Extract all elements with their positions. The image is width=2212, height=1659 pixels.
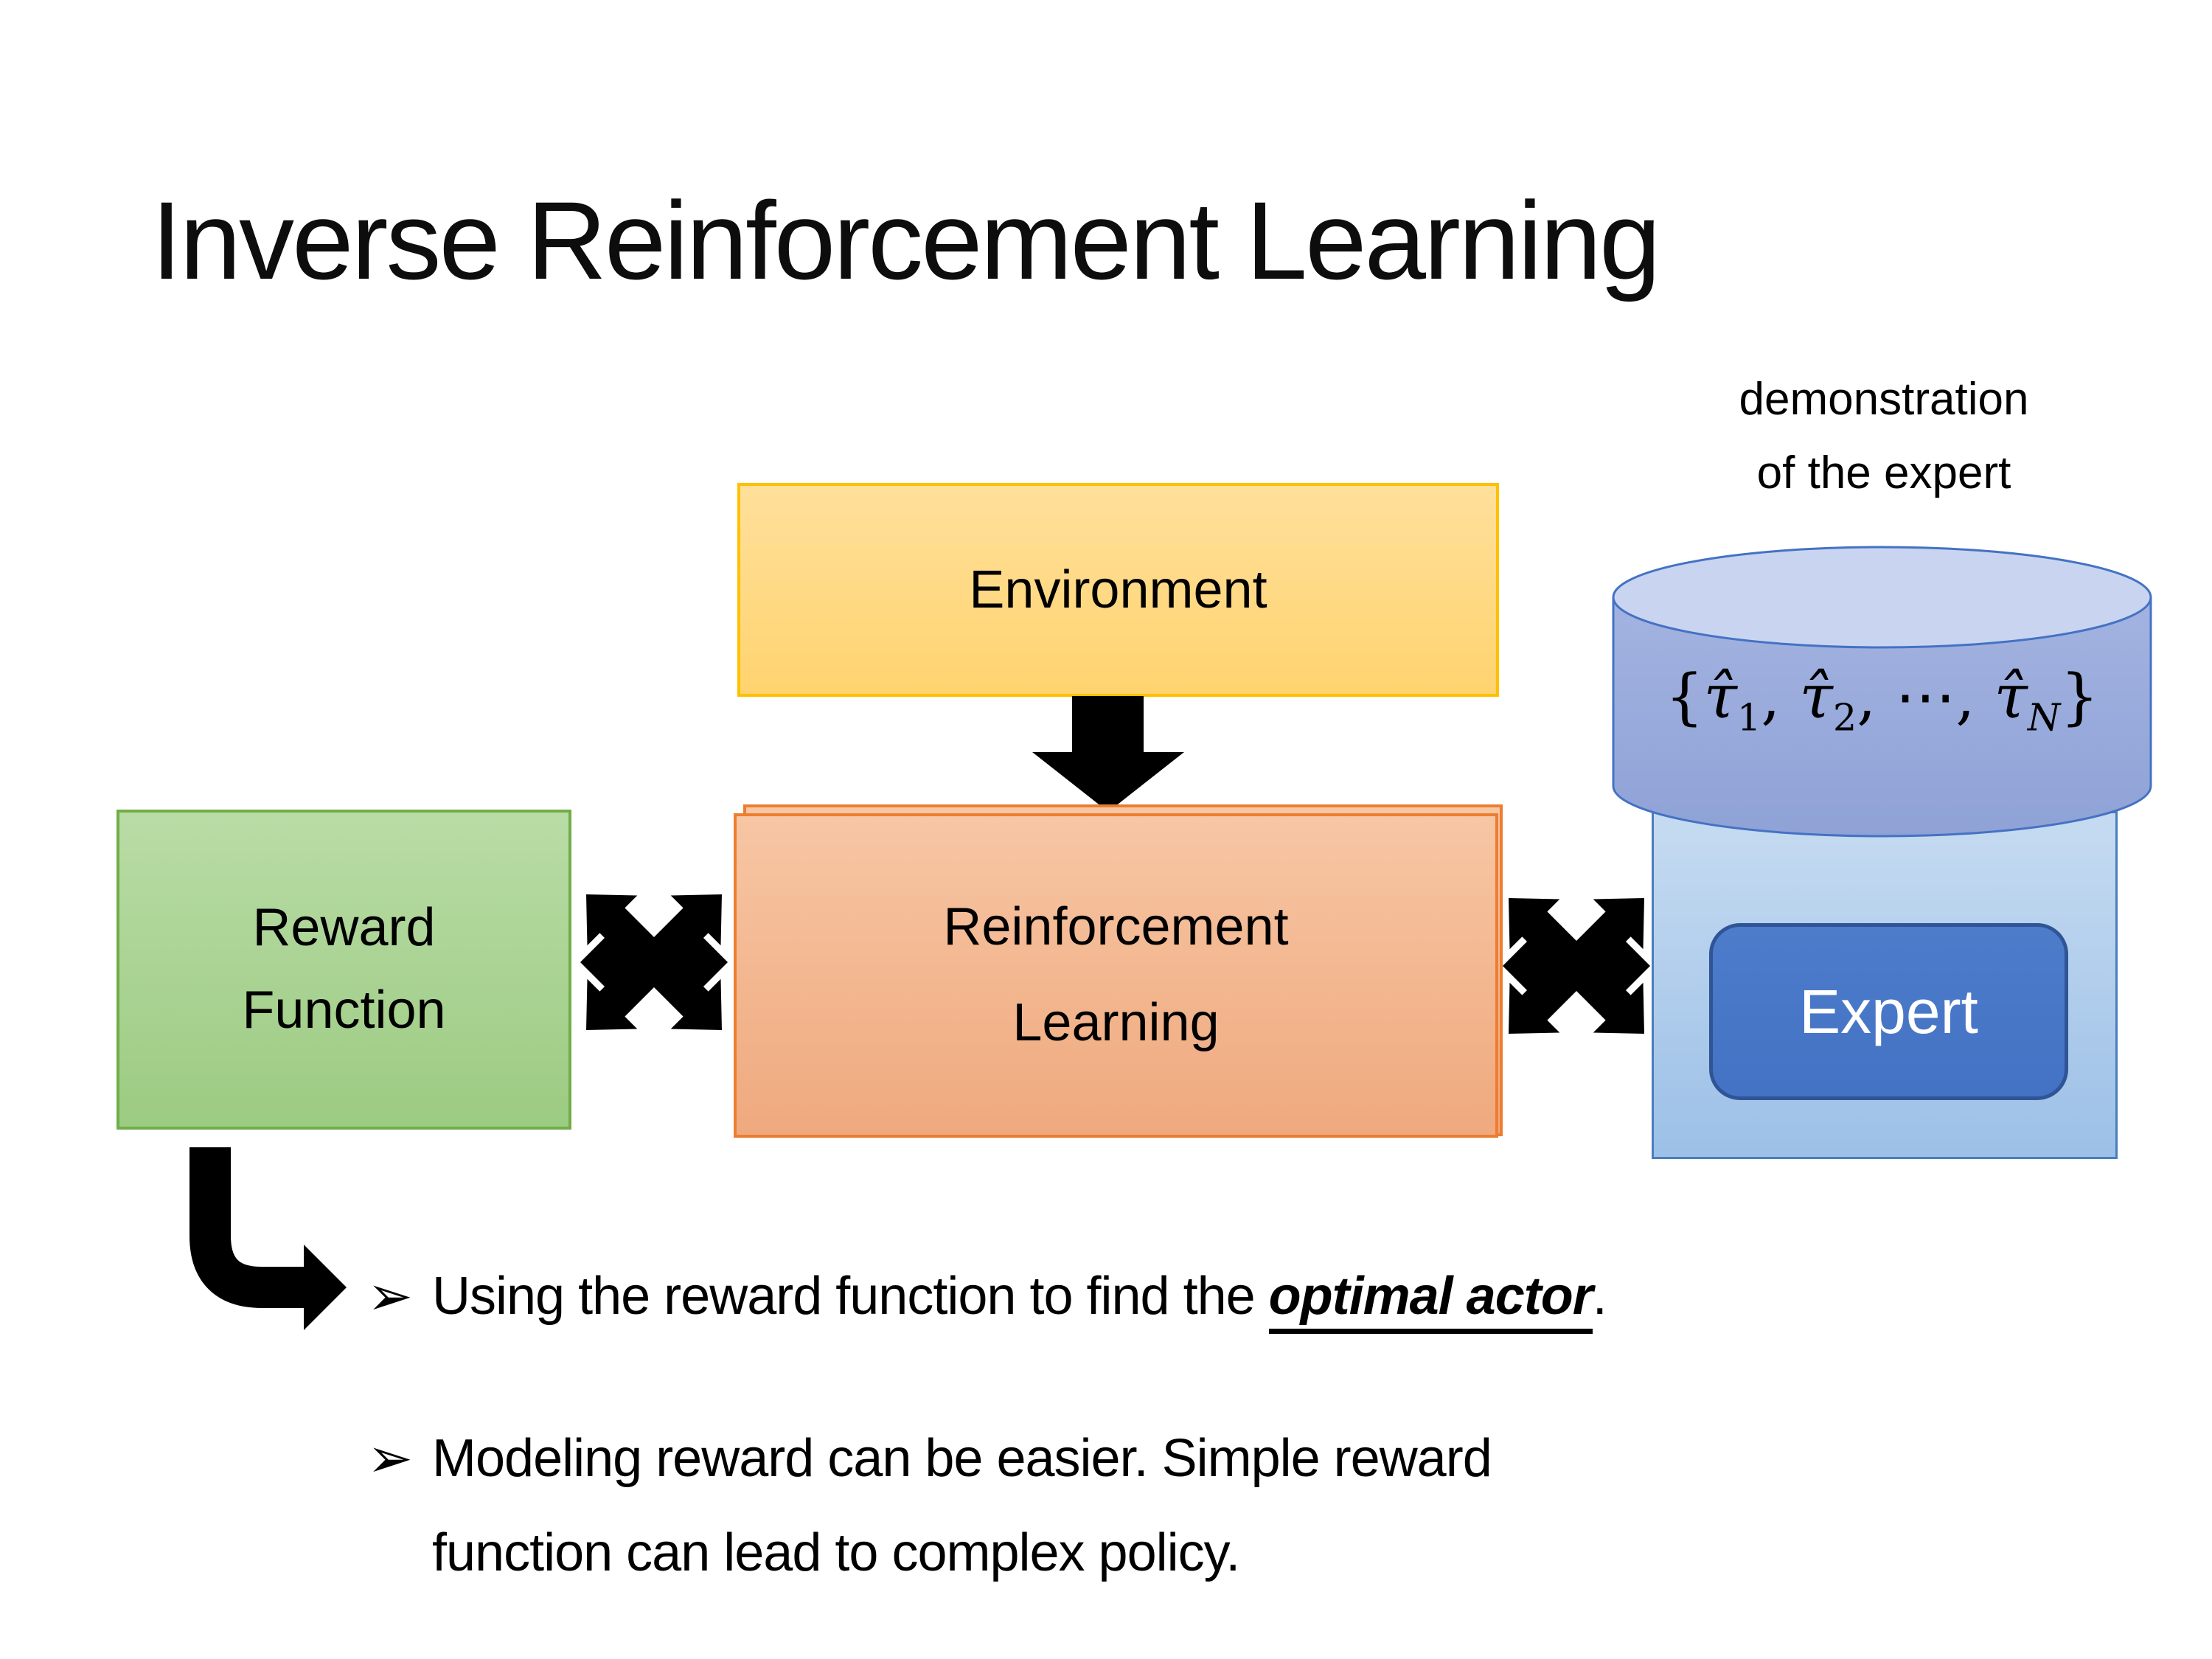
bent-arrow-head	[304, 1245, 347, 1330]
expert-label: Expert	[1799, 976, 1978, 1046]
demonstration-label-line2: of the expert	[1756, 448, 2011, 499]
demonstration-database-cylinder	[1612, 546, 2152, 838]
double-arrow-left-icon	[580, 894, 728, 1030]
formula-tau-1: τ̂	[1703, 662, 1738, 732]
bullet-modeling-reward: ➢ Modeling reward can be easier. Simple …	[367, 1411, 2100, 1600]
reward-function-label-line2: Function	[242, 981, 446, 1040]
demonstration-label-line1: demonstration	[1739, 374, 2029, 425]
formula-tau-n: τ̂	[1994, 662, 2028, 732]
formula-sub-n: N	[2027, 695, 2061, 740]
bullet-text: Modeling reward can be easier. Simple re…	[432, 1429, 1492, 1583]
expert-box: Expert	[1709, 923, 2068, 1100]
reinforcement-learning-label-line1: Reinforcement	[943, 897, 1289, 957]
formula-tau-2: τ̂	[1799, 662, 1833, 732]
formula-open-brace: {	[1665, 662, 1704, 732]
bullet-arrow-icon: ➢	[367, 1427, 413, 1489]
reward-function-box: Reward Function	[116, 810, 571, 1130]
bullet-using-reward: ➢ Using the reward function to find the …	[367, 1249, 2100, 1343]
bent-arrow-shaft	[189, 1147, 305, 1308]
bent-elbow-arrow	[189, 1147, 347, 1330]
double-arrow-diagonal-nw	[586, 894, 722, 1030]
formula-sub-1: 1	[1737, 695, 1761, 740]
formula-dots: ⋯	[1895, 662, 1956, 732]
double-arrow-diagonal-nw	[1509, 898, 1644, 1034]
down-arrow	[1032, 696, 1184, 812]
page-title: Inverse Reinforcement Learning	[151, 178, 1661, 302]
trajectory-set-formula: {τ̂1, τ̂2, ⋯, τ̂N}	[1665, 662, 2099, 740]
formula-sub-2: 2	[1832, 695, 1857, 740]
down-arrow-shape	[1032, 696, 1184, 812]
reinforcement-learning-box: Reinforcement Learning	[734, 813, 1498, 1138]
cylinder-body	[1612, 596, 2152, 838]
demonstration-label: demonstration of the expert	[1622, 363, 2146, 511]
optimal-actor-emphasis: optimal actor	[1268, 1267, 1593, 1334]
double-arrow-right-icon	[1503, 898, 1650, 1034]
bullet-arrow-icon: ➢	[367, 1265, 413, 1326]
reinforcement-learning-label-line2: Learning	[1012, 993, 1220, 1052]
bullet-list: ➢ Using the reward function to find the …	[367, 1249, 2100, 1600]
environment-box: Environment	[737, 483, 1499, 697]
bullet-text: Using the reward function to find the op…	[432, 1249, 1607, 1343]
reward-function-label-line1: Reward	[252, 898, 436, 958]
environment-label: Environment	[969, 560, 1267, 619]
formula-close-brace: }	[2060, 662, 2099, 732]
cylinder-top	[1612, 546, 2152, 649]
